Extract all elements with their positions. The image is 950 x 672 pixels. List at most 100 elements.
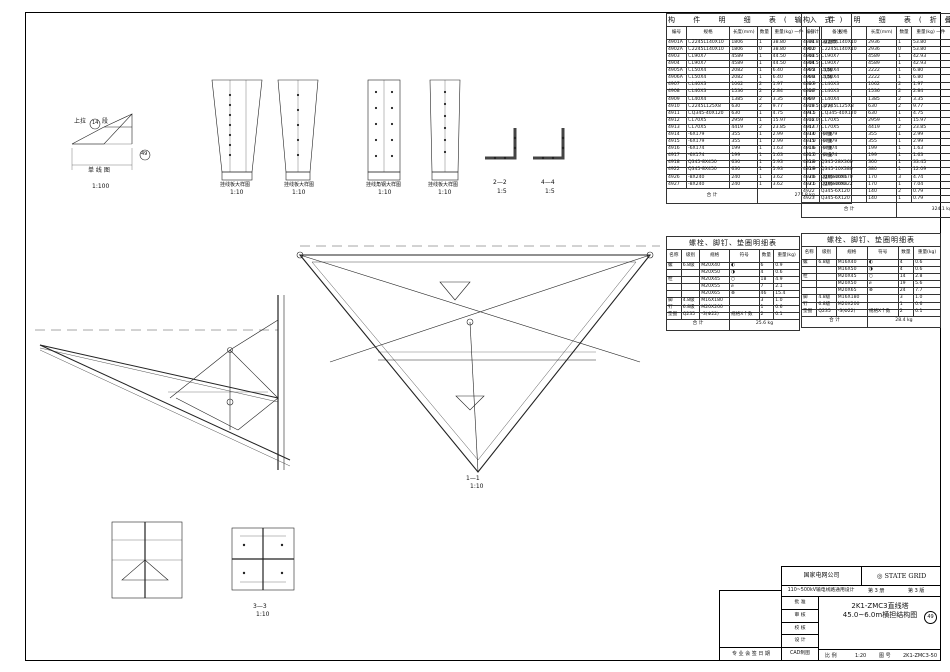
upper-label: 上拉 (74, 118, 87, 125)
table-cell: ○ (866, 273, 899, 282)
table-cell: 2 (896, 187, 912, 197)
table-cell: 2.1 (773, 283, 800, 292)
table-cell: 4921 (801, 180, 820, 189)
table-cell: ⊗ (729, 290, 760, 299)
table-cell (666, 269, 682, 278)
table-cell: 4913 (666, 124, 687, 133)
header-cell: 重量(kg) 一件 (910, 26, 950, 40)
table-cell: 9.77 (910, 102, 950, 111)
table-cell: -6X174 (818, 152, 868, 161)
scale-value: 1:20 (855, 653, 867, 659)
table-cell: 4911 (801, 109, 820, 119)
table-cell: ∟L90X7 (818, 60, 868, 69)
table-cell: 1 (757, 180, 772, 189)
table-cell (680, 283, 701, 292)
table-cell: 规格X个数 (729, 311, 760, 320)
table-cell: 0.6 (913, 258, 941, 268)
table-cell: 6.80 (910, 67, 950, 76)
table-cell: 2 (757, 124, 772, 133)
table-cell: 4589 (866, 53, 898, 62)
company-name: 国家电网公司 (782, 567, 862, 586)
table-cell: 1 (896, 117, 912, 126)
table-cell: 2936 (866, 38, 898, 48)
table-cell: 1 (757, 117, 772, 126)
table-cell: 4926 (666, 173, 687, 182)
table-cell: Q235 (816, 308, 837, 317)
table-cell: 2 (896, 124, 912, 133)
table-cell: 4914 (801, 131, 820, 140)
bom-left-total-label: 合 计 (665, 187, 759, 204)
bom-right-total: 324.1 kg (896, 202, 950, 219)
table-cell: 2082 (729, 74, 759, 83)
table-cell: 4589 (729, 53, 759, 62)
bolt-right-total: 28.4 kg (866, 315, 942, 328)
header-cell: 数量 (896, 26, 912, 40)
table-cell: 4911 (666, 109, 687, 119)
table-cell: -3(Φ22) (835, 308, 868, 317)
table-cell: -6X179 (685, 138, 731, 147)
table-cell: 6.8级 (680, 261, 701, 271)
table-cell: 7 (758, 283, 775, 292)
vol-row: 第 3 册 第 3 版 (782, 586, 941, 597)
table-cell: 0.1 (773, 311, 800, 320)
table-cell: ⌀ (866, 280, 899, 289)
table-cell: 4589 (866, 60, 898, 69)
table-cell: ∟2245L125X8 (685, 102, 731, 111)
table-cell (800, 280, 818, 289)
table-cell: 0.79 (910, 187, 950, 197)
side-elevation (35, 295, 291, 470)
table-cell: 15.97 (910, 117, 950, 126)
table-cell: 4908 (801, 88, 820, 97)
table-cell: 14 (897, 273, 915, 282)
table-cell: M16X50 (835, 266, 868, 275)
section-1-1-scale: 1:10 (470, 483, 484, 490)
table-cell: 4.74 (910, 173, 950, 182)
table-cell: 46 (758, 290, 775, 299)
table-cell: 630 (729, 166, 759, 175)
table-cell: 4903 (666, 53, 687, 62)
header-cell: 编号 (801, 26, 820, 40)
table-cell: 23.85 (910, 124, 950, 133)
table-cell: 1 (896, 109, 912, 119)
single-line-diagram (71, 113, 133, 170)
section-4-4-label: 4—4 (541, 179, 555, 186)
section-2-2-label: 2—2 (493, 179, 507, 186)
table-cell: M16X180 (699, 297, 730, 306)
header-cell: 规格 (818, 26, 868, 40)
scale-100: 1:100 (92, 183, 110, 190)
detail-2-title: 挂线板大样图 (284, 182, 315, 188)
table-cell: 3.35 (910, 95, 950, 104)
title-block: 国家电网公司 ◎ STATE GRID 第 3 册 第 3 版 批 准审 核校 … (781, 566, 941, 661)
table-cell: 4922 (666, 166, 687, 175)
bottom-detail (111, 521, 183, 599)
table-cell: 4910 (666, 102, 687, 111)
table-cell: ∟L90X7 (685, 60, 731, 69)
table-cell: 2.99 (910, 131, 950, 140)
table-cell (816, 266, 837, 275)
header-cell: 符号 (729, 249, 760, 263)
drawing-number: 2K1-ZMC3-50 (903, 653, 938, 659)
header-cell: 符号 (866, 246, 899, 260)
detail-plate-2 (277, 79, 319, 181)
header-cell: 长度(mm) (729, 26, 759, 40)
table-cell: 1 (757, 38, 772, 48)
table-cell: 630 (866, 102, 898, 111)
header-cell: 规格 (835, 246, 868, 260)
table-cell: -6X179 (818, 138, 868, 147)
table-cell (666, 290, 682, 299)
header-cell: 名称 (800, 246, 818, 260)
bolt-left-total-label: 合 计 (666, 318, 730, 331)
header-cell: 编号 (666, 26, 687, 40)
table-cell: -8X240 (685, 180, 731, 189)
table-cell: 6.80 (910, 74, 950, 83)
header-cell: 规格 (685, 26, 731, 40)
